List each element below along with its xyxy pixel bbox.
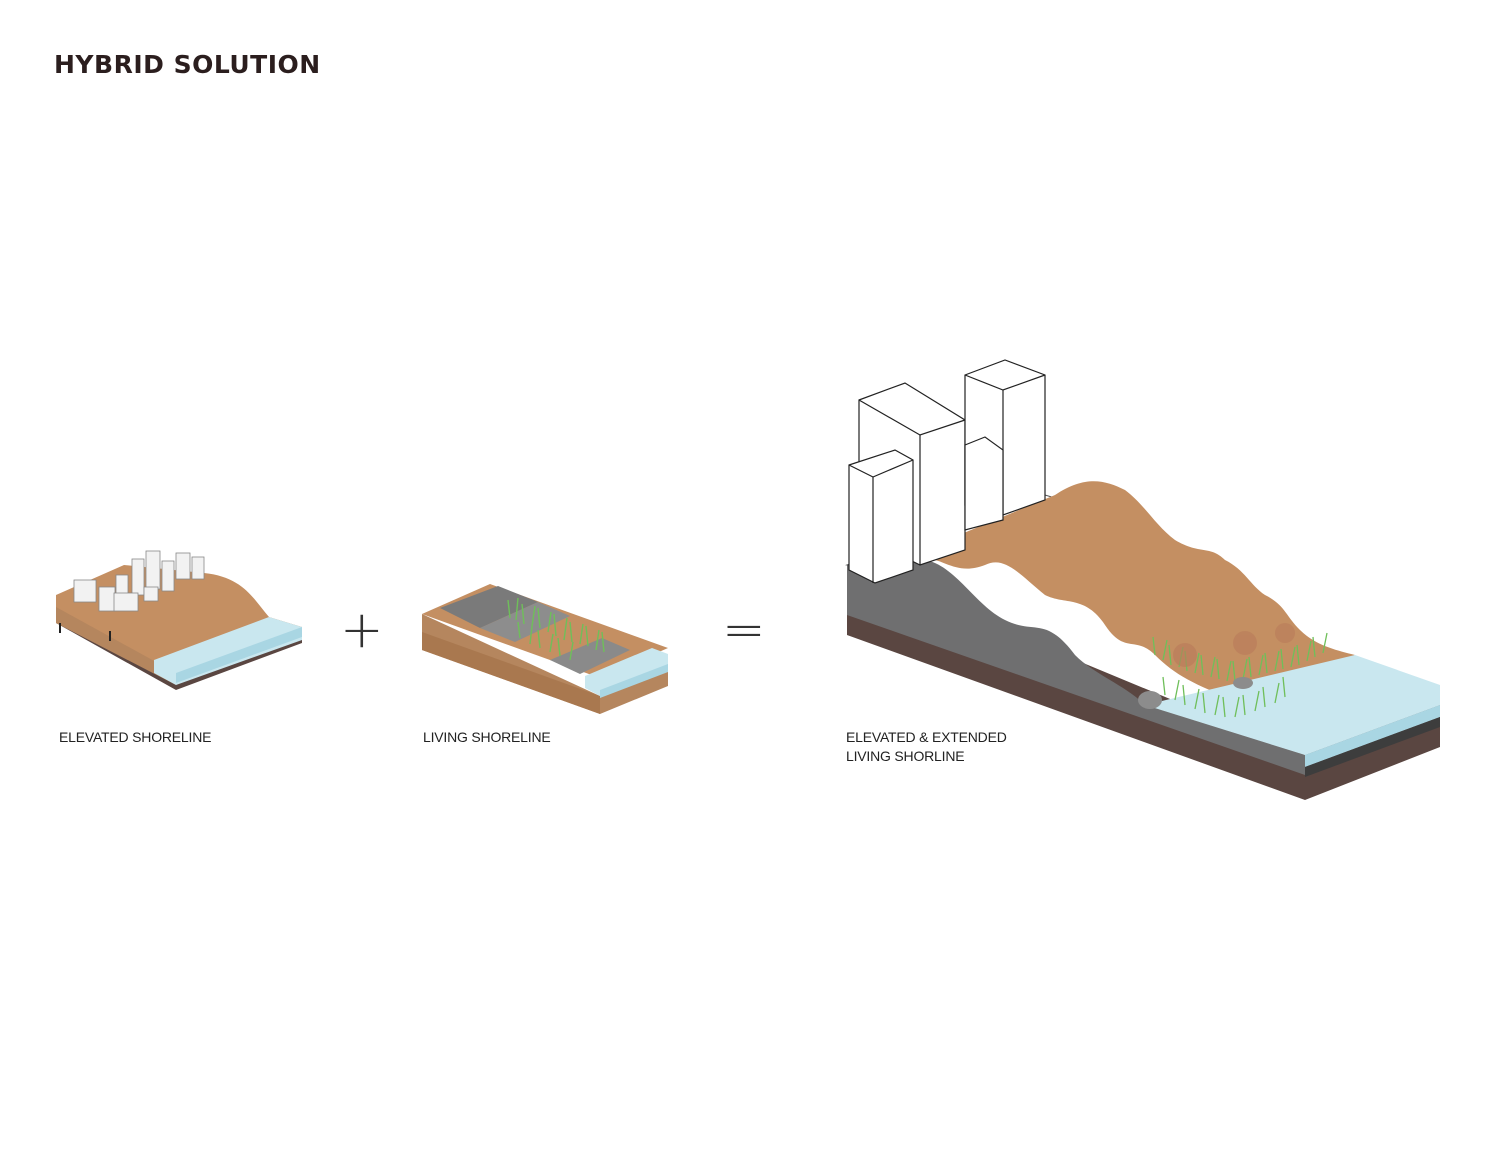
elevated-shoreline-diagram [56,550,302,690]
rock-layer [847,560,1305,775]
caption-combined-line2: LIVING SHORLINE [846,748,965,764]
combined-shoreline-diagram [845,359,1440,800]
rock-band [440,586,538,628]
boulder [1138,691,1162,709]
water [585,648,668,696]
caption-living-shoreline: LIVING SHORELINE [423,729,551,745]
equals-sign: = [722,600,766,660]
caption-combined-shoreline: ELEVATED & EXTENDED LIVING SHORLINE [846,728,1007,766]
living-shoreline-diagram [422,584,668,714]
buildings [73,550,205,612]
page-title: HYBRID SOLUTION [54,50,321,79]
buildings [848,359,1046,584]
caption-combined-line1: ELEVATED & EXTENDED [846,729,1007,745]
plus-sign: + [340,600,384,660]
grass [507,597,605,661]
water [1145,655,1440,755]
caption-elevated-shoreline: ELEVATED SHORELINE [59,729,212,745]
